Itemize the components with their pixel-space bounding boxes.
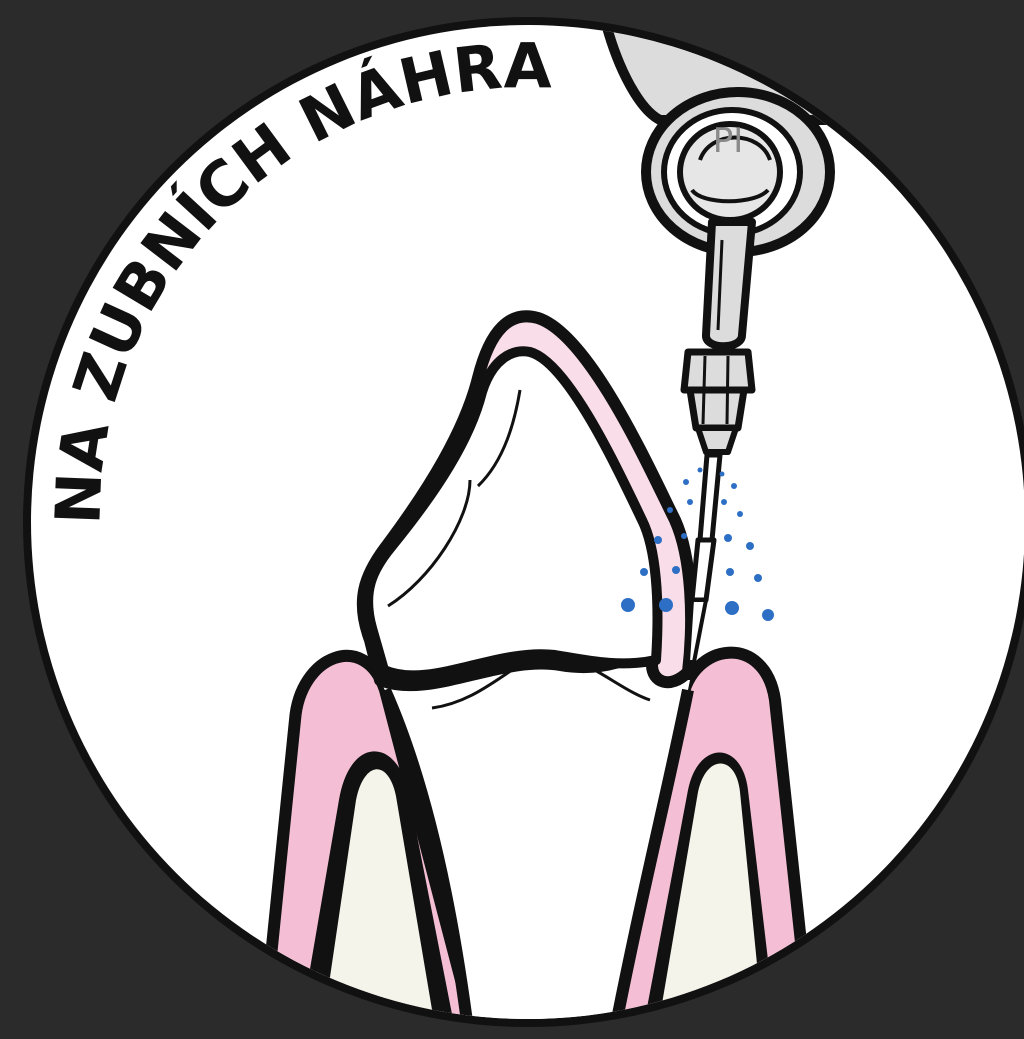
droplet: [698, 468, 703, 473]
droplet: [659, 598, 673, 612]
droplet: [746, 542, 754, 550]
droplet: [726, 568, 734, 576]
droplet: [725, 601, 739, 615]
droplet: [640, 568, 648, 576]
droplet: [687, 499, 693, 505]
droplet: [681, 533, 687, 539]
instrument-engraving: PI: [713, 121, 744, 161]
droplet: [754, 574, 762, 582]
droplet: [683, 479, 689, 485]
droplet: [731, 483, 737, 489]
droplet: [720, 472, 725, 477]
droplet: [721, 499, 727, 505]
droplet: [621, 598, 635, 612]
droplet: [667, 507, 673, 513]
droplet: [672, 566, 680, 574]
droplet: [737, 511, 743, 517]
droplet: [654, 536, 662, 544]
droplet: [762, 609, 774, 621]
droplet: [724, 534, 732, 542]
